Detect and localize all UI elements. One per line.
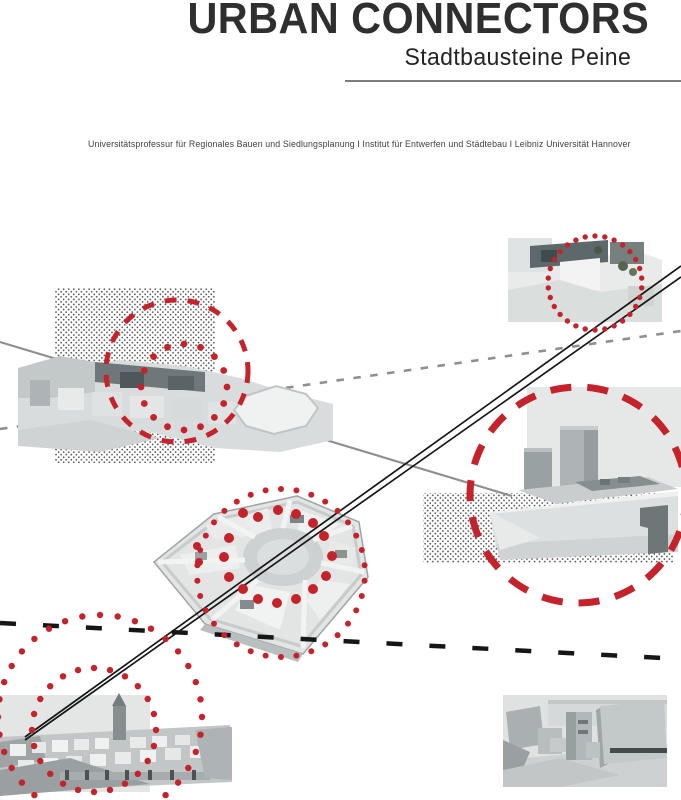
sightline-lower	[24, 276, 681, 741]
black-dashed-axis	[0, 620, 681, 662]
red-dotted-circle-northeast	[545, 233, 645, 333]
header-rule	[345, 80, 681, 82]
red-dashed-circle-west	[103, 297, 251, 445]
poster-subtitle: Stadtbausteine Peine	[404, 44, 631, 71]
poster-title: URBAN CONNECTORS	[187, 0, 649, 43]
red-dotted-circle-southwest-outer	[0, 611, 206, 799]
sightline-upper	[24, 265, 681, 738]
red-dotted-circle-west	[137, 340, 231, 434]
red-dot-ring-center	[193, 505, 337, 608]
red-dotted-circle-southwest-inner	[28, 664, 160, 796]
red-dashed-circle-east	[466, 383, 681, 607]
photo-model-east-slab	[490, 387, 681, 560]
photo-model-west-strip	[18, 356, 333, 452]
gray-dashed-connector	[0, 329, 681, 431]
photo-model-southeast-court	[503, 695, 667, 787]
photo-model-northeast	[508, 238, 662, 322]
institution-line: Universitätsprofessur für Regionales Bau…	[88, 139, 631, 149]
photo-model-southwest-town	[0, 693, 232, 796]
